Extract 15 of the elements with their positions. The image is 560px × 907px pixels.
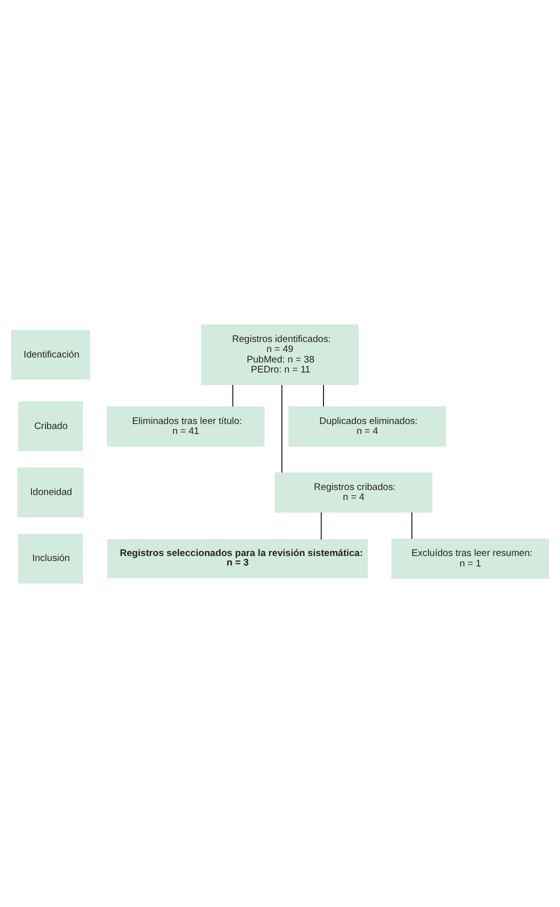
node-box: Cribado	[18, 400, 84, 451]
node-box: Eliminados tras leer título: n = 41	[106, 406, 264, 446]
connector	[322, 384, 324, 406]
node-box: Idoneidad	[18, 467, 84, 517]
connector	[411, 512, 412, 538]
node-box: Registros cribados: n = 4	[274, 472, 432, 512]
connector	[320, 512, 322, 540]
node-box: Registros identificados: n = 49 PubMed: n = 38 PEDro: n = 11	[201, 324, 359, 385]
node-box: Registros seleccionados para la revisión sistemática: n = 3	[107, 538, 368, 578]
connector	[281, 384, 282, 472]
connector	[232, 384, 234, 406]
node-box: Excluídos tras leer resumen: n = 1	[391, 538, 549, 578]
node-box: Duplicados eliminados: n = 4	[288, 406, 446, 446]
node-box: Inclusión	[18, 533, 84, 584]
node-box: Identificación	[11, 329, 90, 380]
